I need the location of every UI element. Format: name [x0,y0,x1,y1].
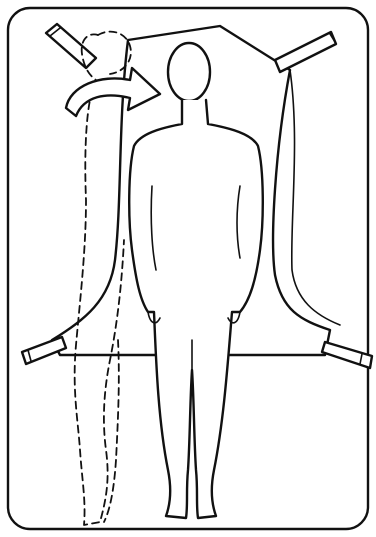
strap-bottom-right [322,342,372,368]
strap-top-left [46,24,96,68]
sling-fold-line [290,70,340,325]
strap-top-right [275,32,336,72]
strap-bottom-left [22,337,66,364]
